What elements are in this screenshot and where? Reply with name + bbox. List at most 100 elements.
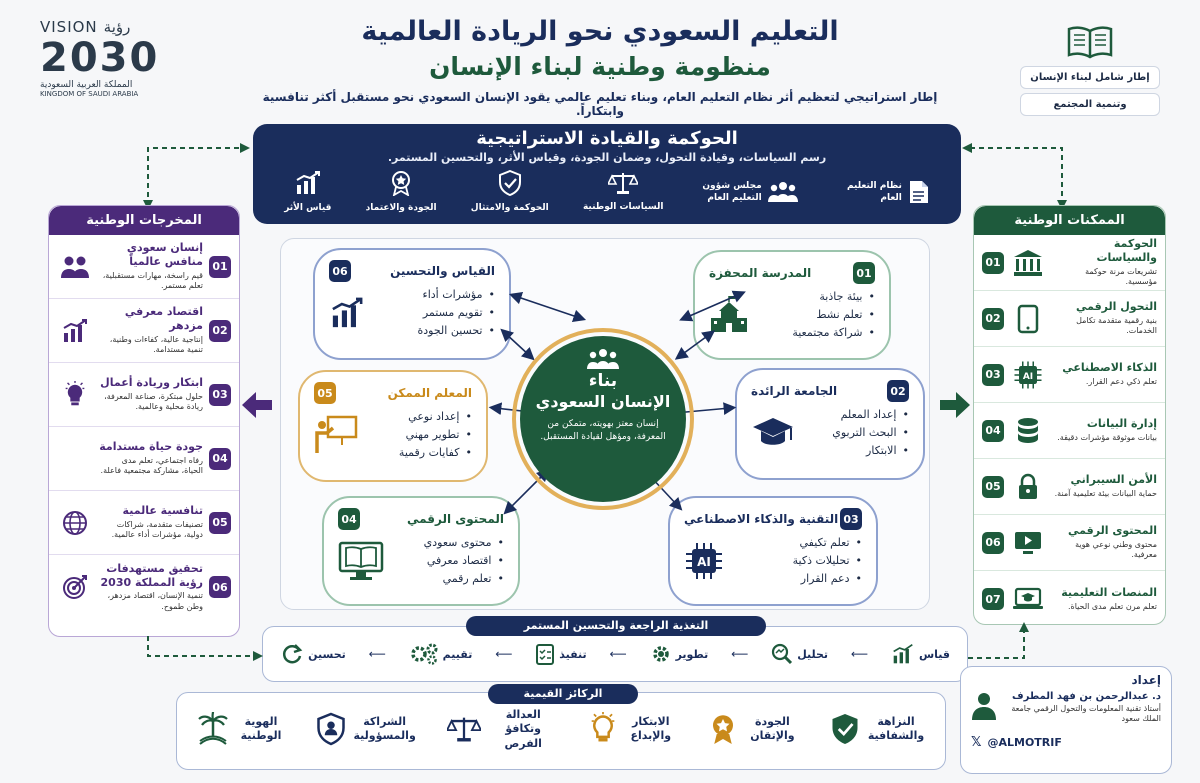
arrow-right-big: [940, 392, 970, 418]
vision-logo: VISION رؤية 2030 المملكة العربية السعودي…: [40, 18, 180, 118]
enabler-desc: تشريعات مرنة حوكمة مؤسسية.: [1085, 266, 1157, 287]
framework-box: إطار شامل لبناء الإنسان وتنمية المجتمع: [1020, 22, 1160, 124]
grad-cap-icon: [751, 416, 795, 450]
governance-panel: الحوكمة والقيادة الاستراتيجية رسم السياس…: [253, 124, 961, 224]
building-icon: [1010, 249, 1046, 277]
center-desc: إنسان معتز بهويته، متمكن من المعرفة، ومؤ…: [540, 419, 666, 442]
outputs-title: المخرجات الوطنية: [49, 206, 239, 235]
laptop-cap-icon: [1010, 586, 1046, 612]
svg-text:AI: AI: [697, 555, 711, 569]
value-item: الهوية الوطنية: [196, 711, 286, 747]
gov-item: السياسات الوطنية: [583, 171, 663, 213]
output-title: تنافسية عالمية: [122, 504, 203, 518]
author-name: د. عبدالرحمن بن فهد المطرف: [1011, 691, 1161, 702]
gear-icon: [650, 643, 672, 665]
enabler-desc: بنية رقمية متقدمة تكامل الخدمات.: [1076, 315, 1157, 336]
palm-swords-icon: [196, 711, 230, 747]
center-title-1: بناء: [588, 371, 618, 391]
checklist-icon: [535, 642, 555, 666]
book-icon: [1020, 22, 1160, 62]
enabler-item: الذكاء الاصطناعي تعلم ذكي دعم القرار. AI 03: [974, 347, 1165, 403]
lightbulb-icon: [589, 712, 617, 746]
pillar-title: المعلم الممكن: [387, 386, 472, 400]
enabler-title: المحتوى الرقمي: [1068, 524, 1157, 538]
people-icon: [57, 255, 93, 279]
connector-bottom-left: [147, 636, 263, 661]
output-num: 03: [209, 383, 231, 406]
pillar-02: 02 الجامعة الرائدة إعداد المعلمالبحث الت…: [735, 368, 925, 480]
center-title-2: الإنسان السعودي: [535, 392, 671, 411]
flow-arrow: ⟵: [731, 647, 749, 661]
output-desc: تصنيفات متقدمة، شراكات دولية، مؤشرات أدا…: [111, 519, 203, 540]
feedback-step: تحسين: [280, 642, 346, 666]
pillar-title: المدرسة المحفزة: [709, 266, 812, 280]
enabler-num: 07: [982, 588, 1004, 610]
kingdom-en: KINGDOM OF SAUDI ARABIA: [40, 90, 139, 98]
feedback-step: قياس: [891, 643, 950, 665]
output-num: 01: [209, 255, 231, 278]
governance-title: الحوكمة والقيادة الاستراتيجية: [476, 128, 738, 149]
scales-icon: [447, 714, 482, 744]
people-icon: [767, 180, 798, 204]
pillar-03: 03 التقنية والذكاء الاصطناعي تعلم تكيفيت…: [668, 496, 878, 606]
arrow-left-big: [242, 392, 272, 418]
author-heading: إعداد: [1131, 673, 1161, 687]
author-role: أستاذ تقنية المعلومات والتحول الرقمي جام…: [1011, 704, 1161, 724]
enabler-num: 01: [982, 251, 1004, 274]
output-title: اقتصاد معرفي مزدهر: [124, 305, 203, 333]
page-title: التعليم السعودي نحو الريادة العالمية: [361, 16, 839, 47]
avatar-icon: [971, 691, 997, 721]
enabler-title: الأمن السيبراني: [1070, 473, 1157, 487]
connector-top-right: [962, 143, 1067, 210]
gov-item: الجودة والاعتماد: [366, 170, 437, 214]
enabler-num: 04: [982, 419, 1004, 442]
values-title: الركائز القيمية: [488, 684, 638, 704]
enabler-num: 03: [982, 363, 1004, 386]
author-card: إعداد د. عبدالرحمن بن فهد المطرف أستاذ ت…: [960, 666, 1172, 774]
pillar-04: المحتوى الرقمي 04 محتوى سعودياقتصاد معرف…: [322, 496, 520, 606]
output-num: 05: [209, 511, 231, 534]
author-handle[interactable]: @ALMOTRIF: [987, 735, 1062, 749]
output-title: ابتكار وريادة أعمال: [100, 376, 203, 390]
gov-item: قياس الأثر: [284, 170, 331, 214]
user-shield-icon: [316, 712, 346, 746]
enabler-title: إدارة البيانات: [1086, 417, 1157, 431]
feedback-step: تقييم: [409, 642, 472, 666]
svg-text:AI: AI: [1023, 371, 1033, 381]
governance-subtitle: رسم السياسات، وقيادة التحول، وضمان الجود…: [387, 151, 827, 164]
vision-ar-text: رؤية: [103, 18, 131, 36]
vision-text: VISION: [40, 18, 98, 36]
growth-chart-icon: [57, 318, 93, 344]
x-logo-icon[interactable]: 𝕏: [971, 734, 982, 750]
enabler-num: 02: [982, 307, 1004, 330]
feedback-step: تطوير: [650, 643, 708, 665]
heart-hand-icon: [57, 446, 93, 472]
flow-arrow: ⟵: [368, 647, 386, 661]
teacher-icon: [314, 415, 358, 455]
bar-chart-icon: [294, 170, 322, 196]
output-num: 02: [209, 319, 231, 342]
enabler-desc: تعلم ذكي دعم القرار.: [1085, 377, 1157, 387]
enabler-title: الذكاء الاصطناعي: [1062, 361, 1157, 375]
value-item: النزاهة والشفافية: [830, 712, 926, 746]
video-player-icon: [1010, 530, 1046, 556]
value-item: الابتكار والإبداع: [589, 712, 679, 746]
flow-arrow: ⟵: [609, 647, 627, 661]
flow-arrow: ⟵: [850, 647, 869, 661]
enabler-desc: حماية البيانات بيئة تعليمية آمنة.: [1054, 489, 1157, 499]
pillar-06: القياس والتحسين 06 مؤشرات أداءتقويم مستم…: [313, 248, 511, 360]
gov-item: الحوكمة والامتثال: [471, 170, 549, 214]
center-circle: بناء الإنسان السعودي إنسان معتز بهويته، …: [520, 336, 686, 502]
refresh-icon: [280, 642, 304, 666]
header: التعليم السعودي نحو الريادة العالمية منظ…: [250, 14, 950, 118]
pillar-05: المعلم الممكن 05 إعداد نوعيتطوير مهنيكفا…: [298, 370, 488, 482]
enabler-title: المنصات التعليمية: [1061, 585, 1157, 599]
